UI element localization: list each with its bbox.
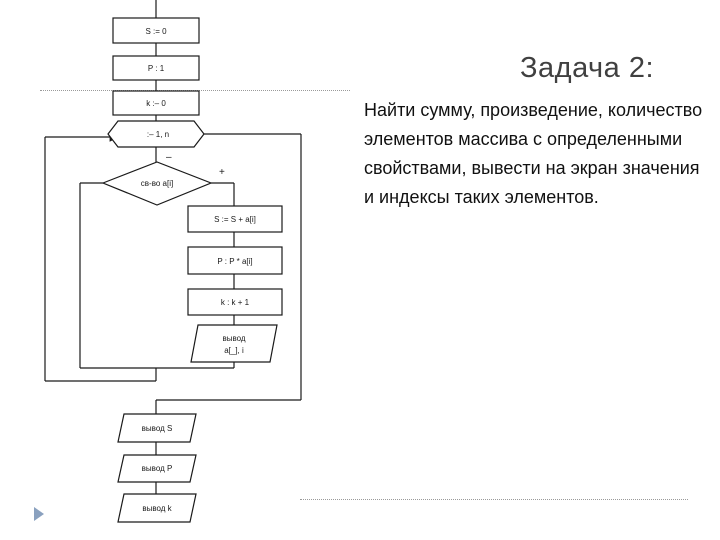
add-s-block [187,205,283,233]
loop-header-block [107,120,205,148]
bottom-dotted-divider [300,499,688,500]
output-s-label: вывод S [142,424,173,433]
inc-k-label: k : k + 1 [221,298,250,307]
slide-body-text: Найти сумму, произведение, количество эл… [364,100,703,207]
slide-bullet-arrow-icon [34,507,44,521]
output-p-block [117,454,197,483]
flowchart: S := 0 P : 1 k :– 0 :– 1, n св-во a[i] +… [44,0,302,523]
output-p-label: вывод P [142,464,173,473]
condition-block [101,161,213,206]
output-in-loop-line2: a[_], i [224,346,244,355]
init-p-label: P : 1 [148,64,165,73]
mul-p-label: P : P * a[i] [217,257,252,266]
output-in-loop-line1: вывод [222,334,245,343]
inc-k-block [187,288,283,316]
slide-title: Задача 2: [520,52,655,84]
mul-p-block [187,246,283,275]
init-k-label: k :– 0 [146,99,166,108]
output-k-label: вывод k [142,504,172,513]
loop-header-label: :– 1, n [147,130,169,139]
output-in-loop-block [190,324,278,363]
init-p-block [112,55,200,81]
init-k-block [112,90,200,116]
output-s-block [117,413,197,443]
add-s-label: S := S + a[i] [214,215,256,224]
branch-yes-label: + [219,167,225,178]
output-k-block [117,493,197,523]
init-s-label: S := 0 [145,27,167,36]
branch-no-label: – [166,152,172,163]
condition-label: св-во a[i] [141,179,173,188]
init-s-block [112,17,200,44]
